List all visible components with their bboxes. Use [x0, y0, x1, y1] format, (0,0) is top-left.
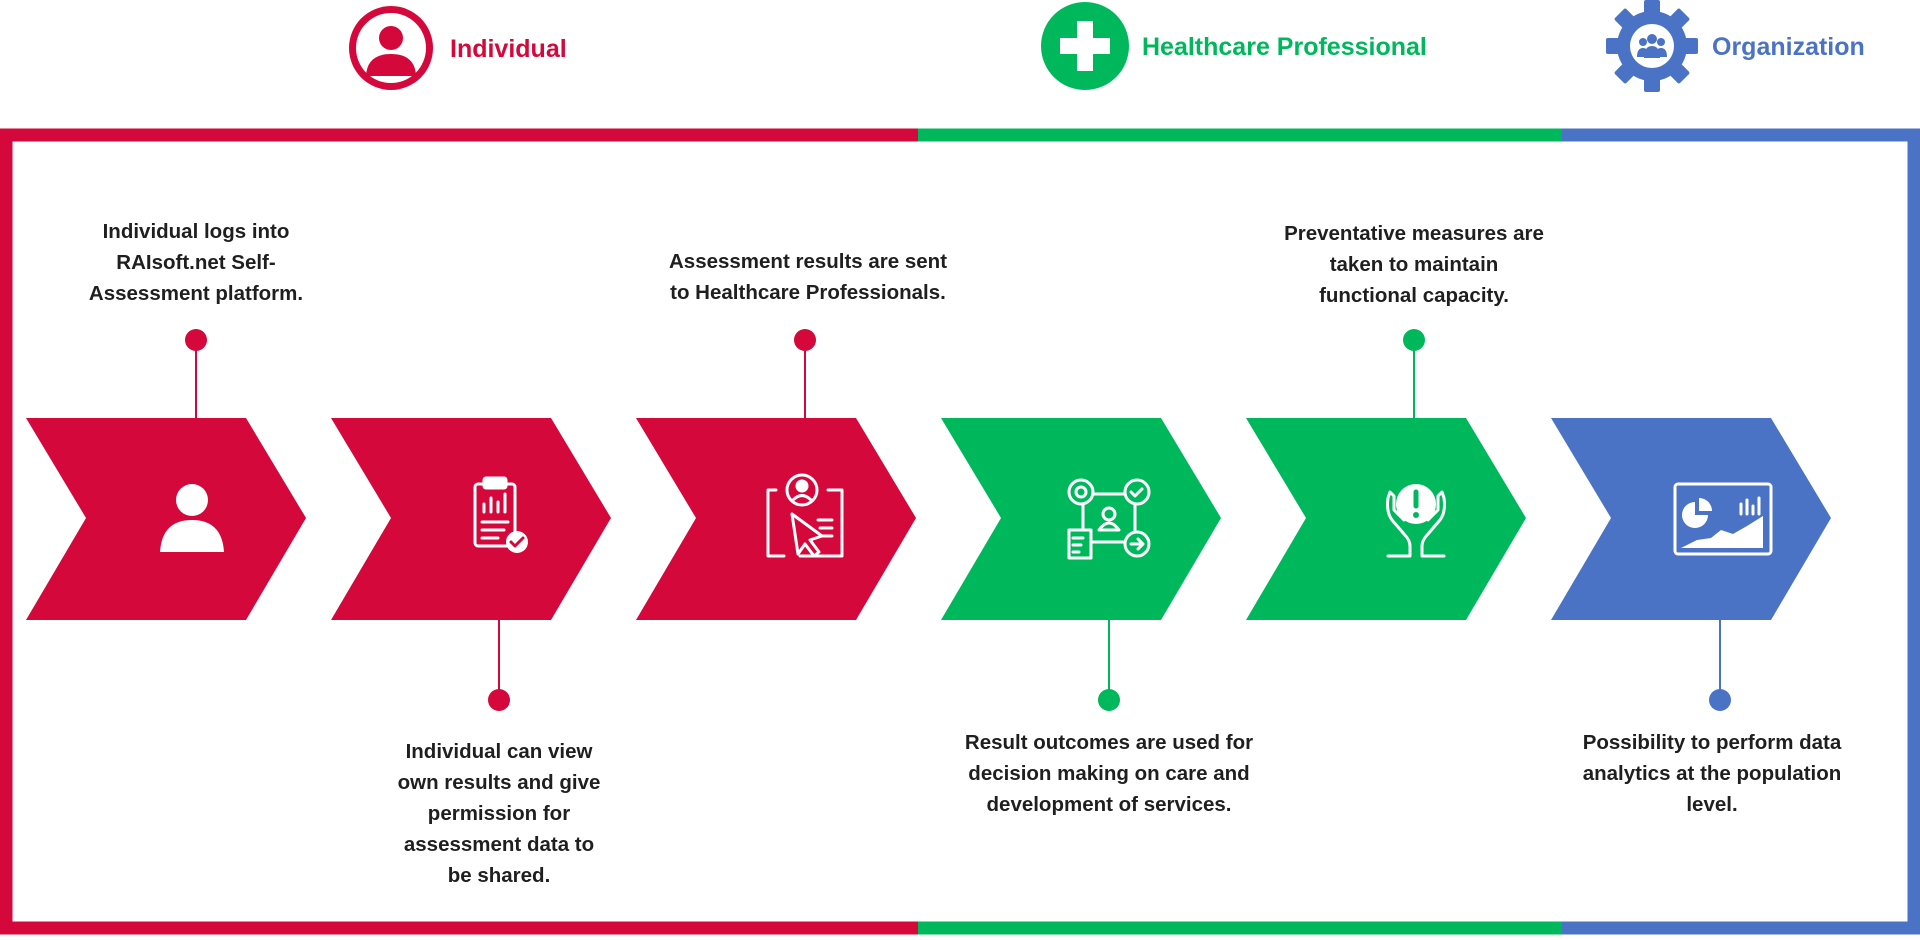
description-line: to Healthcare Professionals.: [670, 281, 946, 304]
description-line: analytics at the population: [1582, 762, 1842, 785]
chevron-row: [26, 418, 1831, 620]
description-line: functional capacity.: [1319, 284, 1509, 307]
connector-step-5: [1403, 329, 1425, 418]
person-icon: [160, 484, 224, 552]
connector-dot: [794, 329, 816, 351]
step-4-description: Result outcomes are used for decision mak…: [929, 727, 1289, 820]
connector-dot: [1403, 329, 1425, 351]
description-line: development of services.: [986, 793, 1232, 816]
hands-alert-icon: [1386, 484, 1446, 558]
description-line: level.: [1686, 793, 1738, 816]
profile-send-icon: [766, 473, 844, 558]
analytics-dashboard-icon: [1673, 482, 1773, 556]
person-icon: [349, 6, 433, 90]
frame-border: [0, 128, 1920, 935]
connector-step-1: [185, 329, 207, 418]
frame-segment-individual: [0, 128, 918, 935]
legend-item-individual: Individual: [349, 6, 567, 90]
connector-dot: [185, 329, 207, 351]
chevron-step-2: [331, 418, 611, 620]
chevron-step-3: [636, 418, 916, 620]
description-line: be shared.: [447, 864, 551, 887]
legend-item-healthcare-professional: Healthcare Professional: [1041, 2, 1427, 90]
connector-step-6: [1709, 620, 1731, 711]
medical-cross-icon: [1041, 2, 1129, 90]
connector-dot: [1098, 689, 1120, 711]
group-gear-icon: [1606, 0, 1698, 92]
chevron-step-5: [1246, 418, 1526, 620]
step-2-description: Individual can view own results and give p…: [319, 736, 679, 891]
step-5-description: Preventative measures are taken to mainta…: [1234, 218, 1594, 311]
legend-item-organization: Organization: [1606, 0, 1865, 92]
description-line: Possibility to perform data: [1582, 731, 1842, 754]
frame-segment-organization: [1562, 128, 1920, 935]
step-3-description: Assessment results are sent to Healthcare…: [628, 246, 988, 308]
legend: Individual Healthcare Professional Organiz…: [349, 0, 1865, 92]
clipboard-chart-icon: [473, 476, 528, 553]
connector-dot: [488, 689, 510, 711]
description-line: RAIsoft.net Self-: [116, 251, 276, 274]
description-line: Result outcomes are used for: [964, 731, 1254, 754]
description-line: own results and give: [397, 771, 601, 794]
chevron-step-4: [941, 418, 1221, 620]
description-line: assessment data to: [403, 833, 595, 856]
connector-step-3: [794, 329, 816, 418]
description-line: Assessment platform.: [88, 282, 304, 305]
description-line: Individual logs into: [102, 220, 290, 243]
description-line: taken to maintain: [1329, 253, 1499, 276]
legend-label: Healthcare Professional: [1142, 33, 1427, 61]
description-line: Individual can view: [405, 740, 593, 763]
connector-step-4: [1098, 620, 1120, 711]
description-line: permission for: [427, 802, 571, 825]
connector-dot: [1709, 689, 1731, 711]
decision-process-icon: [1067, 478, 1151, 560]
description-line: decision making on care and: [968, 762, 1250, 785]
legend-label: Organization: [1712, 33, 1865, 61]
connectors: [185, 329, 1731, 711]
description-line: Assessment results are sent: [668, 250, 948, 273]
step-6-description: Possibility to perform data analytics at …: [1532, 727, 1892, 820]
connector-step-2: [488, 620, 510, 711]
frame-segment-healthcare: [918, 128, 1562, 935]
description-line: Preventative measures are: [1284, 222, 1544, 245]
legend-label: Individual: [450, 35, 567, 63]
chevron-step-1: [26, 418, 306, 620]
